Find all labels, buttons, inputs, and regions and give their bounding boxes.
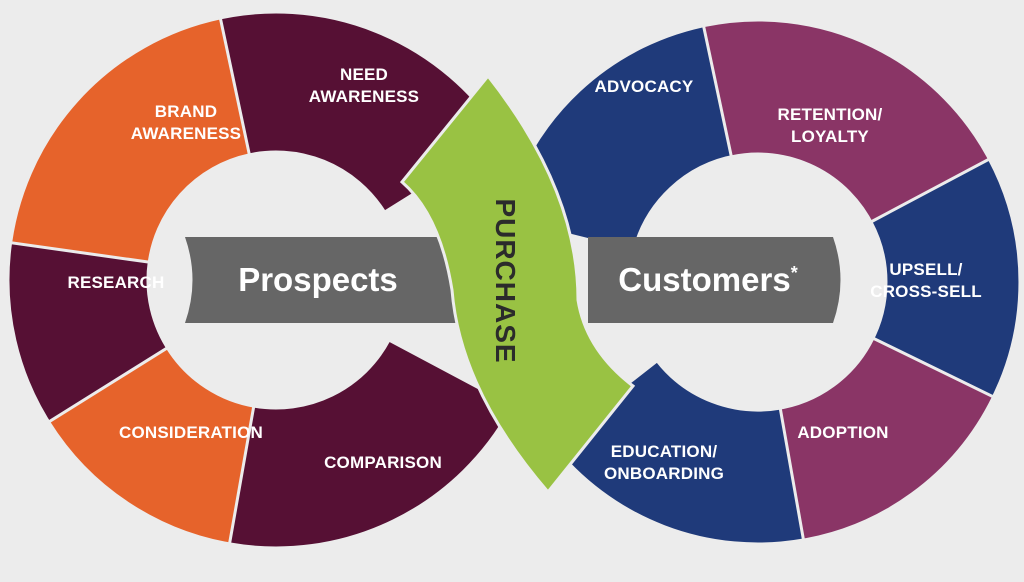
- customers-asterisk: *: [791, 263, 798, 283]
- prospects-title: Prospects: [238, 261, 398, 298]
- label-education-onboarding-line: ONBOARDING: [604, 464, 724, 483]
- segment-consideration: [46, 345, 260, 548]
- purchase-band: [399, 73, 636, 495]
- label-advocacy-line: ADVOCACY: [595, 77, 694, 96]
- segment-comparison: [227, 338, 515, 550]
- label-need-awareness-line: AWARENESS: [309, 87, 419, 106]
- loop-segments: [6, 10, 1022, 550]
- prospects-bar: [185, 237, 456, 323]
- label-adoption: ADOPTION: [797, 423, 888, 442]
- segment-research: [6, 241, 172, 432]
- purchase-label: PURCHASE: [490, 198, 521, 363]
- customers-title: Customers*: [618, 261, 797, 298]
- label-brand-awareness-line: BRAND: [155, 102, 217, 121]
- label-brand-awareness-line: AWARENESS: [131, 124, 241, 143]
- label-upsell-cross-sell-line: CROSS-SELL: [870, 282, 982, 301]
- label-adoption-line: ADOPTION: [797, 423, 888, 442]
- segment-labels: NEED AWARENESS BRAND AWARENESS RESEARCH CONSI…: [67, 65, 981, 483]
- label-retention-loyalty-line: LOYALTY: [791, 127, 869, 146]
- label-consideration: CONSIDERATION: [119, 423, 263, 442]
- label-brand-awareness: BRAND AWARENESS: [131, 102, 241, 143]
- label-need-awareness: NEED AWARENESS: [309, 65, 419, 106]
- label-comparison: COMPARISON: [324, 453, 442, 472]
- label-advocacy: ADVOCACY: [595, 77, 694, 96]
- label-need-awareness-line: NEED: [340, 65, 388, 84]
- label-education-onboarding-line: EDUCATION/: [611, 442, 718, 461]
- customers-title-text: Customers: [618, 261, 790, 298]
- segment-advocacy: [501, 22, 738, 253]
- label-research: RESEARCH: [67, 273, 164, 292]
- label-retention-loyalty: RETENTION/LOYALTY: [778, 105, 883, 146]
- label-upsell-cross-sell-line: UPSELL/: [889, 260, 962, 279]
- label-comparison-line: COMPARISON: [324, 453, 442, 472]
- segment-brand-awareness: [7, 16, 252, 269]
- label-upsell-cross-sell: UPSELL/CROSS-SELL: [870, 260, 982, 301]
- segment-retention-loyalty: [701, 18, 996, 228]
- label-research-line: RESEARCH: [67, 273, 164, 292]
- label-consideration-line: CONSIDERATION: [119, 423, 263, 442]
- customers-bar: [588, 237, 841, 323]
- label-retention-loyalty-line: RETENTION/: [778, 105, 883, 124]
- label-education-onboarding: EDUCATION/ONBOARDING: [604, 442, 724, 483]
